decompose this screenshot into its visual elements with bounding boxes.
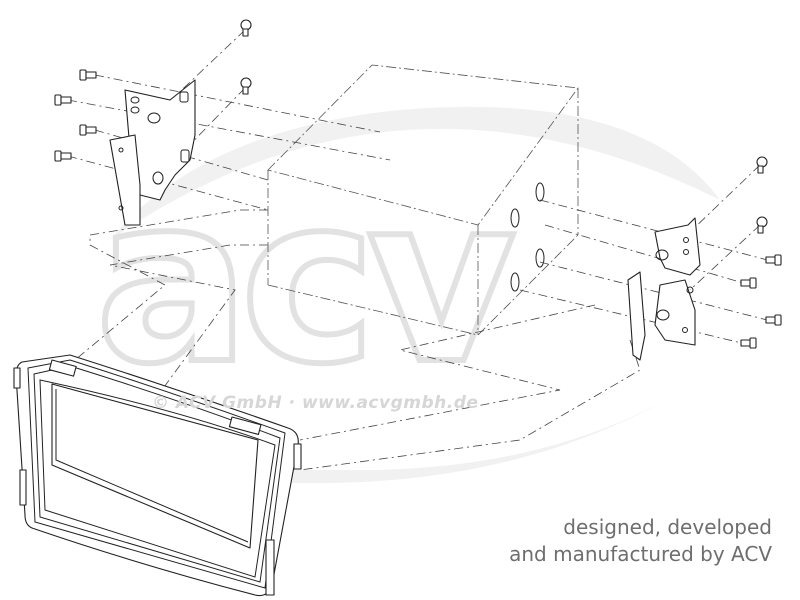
credit-line-2: and manufactured by ACV (509, 542, 772, 566)
left-mounting-bracket (109, 79, 196, 226)
radio-housing-box (267, 64, 579, 336)
screw-icon (79, 124, 97, 136)
mount-hole (510, 208, 520, 228)
fascia-frame (13, 354, 302, 597)
screw-icon (756, 156, 768, 174)
screw-icon (756, 216, 768, 234)
screw-icon (240, 77, 252, 95)
credit-text: designed, developed and manufactured by … (509, 514, 772, 568)
screw-icon (54, 150, 72, 162)
screw-icon (79, 69, 97, 81)
copyright-watermark: © ACV GmbH · www.acvgmbh.de (152, 393, 479, 413)
right-mounting-bracket (627, 217, 701, 361)
screw-icon (740, 277, 757, 289)
screw-icon (740, 337, 757, 349)
screw-icon (765, 314, 782, 326)
mount-hole (510, 272, 520, 292)
mount-hole (535, 248, 545, 268)
credit-line-1: designed, developed (563, 515, 772, 539)
screw-icon (54, 94, 72, 106)
screw-icon (240, 19, 252, 37)
mount-hole (535, 182, 545, 202)
screw-icon (765, 254, 782, 266)
screws (54, 19, 782, 349)
